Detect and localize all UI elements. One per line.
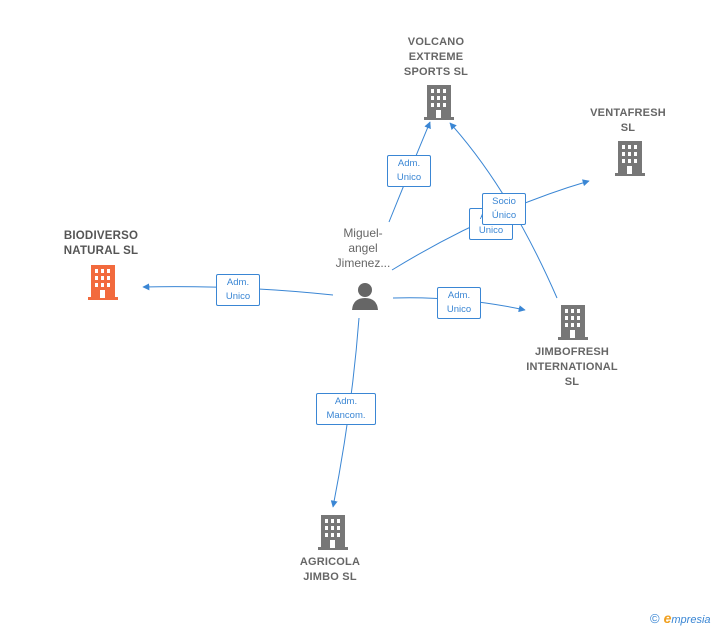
person-icon[interactable] [350,281,380,311]
company-label-ventafresh[interactable]: VENTAFRESH SL [590,107,666,134]
copyright-icon: © [650,611,660,626]
edge-label-to-volcano[interactable]: Adm. Unico [387,155,431,187]
company-label-volcano[interactable]: VOLCANO EXTREME SPORTS SL [403,36,469,78]
edge-label-to-biodiverso[interactable]: Adm. Unico [216,274,260,306]
building-icon-agricola[interactable] [318,515,348,550]
building-icon-ventafresh[interactable] [615,141,645,176]
edge-label-to-jimbofresh[interactable]: Adm. Unico [437,287,481,319]
building-icon-jimbofresh[interactable] [558,305,588,340]
edge-label-socio-unico[interactable]: Socio Único [482,193,526,225]
brand-wordmark: mpresia [671,614,711,626]
building-icon-volcano[interactable] [424,85,454,120]
empresia-logo[interactable]: ©empresia [650,610,711,626]
edge-label-to-agricola[interactable]: Adm. Mancom. [316,393,376,425]
company-label-agricola[interactable]: AGRICOLA JIMBO SL [299,556,361,583]
person-name-label[interactable]: Miguel- angel Jimenez... [335,226,391,270]
building-icon-biodiverso[interactable] [88,265,118,300]
company-label-biodiverso[interactable]: BIODIVERSO NATURAL SL [63,230,139,257]
company-label-jimbofresh[interactable]: JIMBOFRESH INTERNATIONAL SL [526,346,618,388]
brand-e-mark: e [663,610,672,626]
